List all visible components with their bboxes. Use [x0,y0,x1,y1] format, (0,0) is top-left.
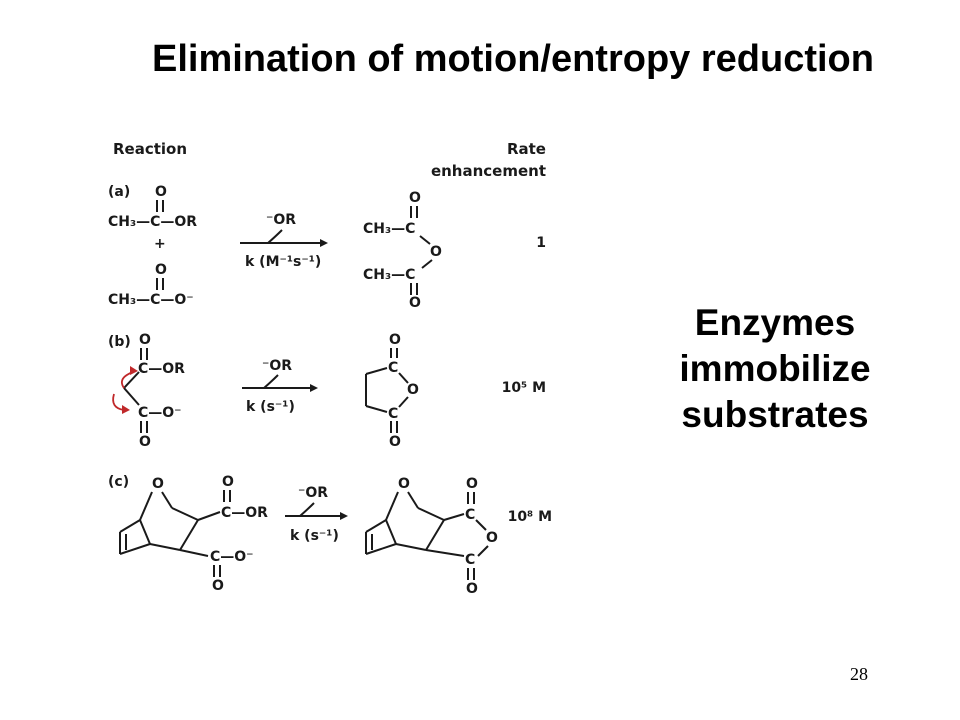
row-c-product-top-oxygen: O [466,476,478,492]
rotation-arrow-icon [112,393,125,411]
bond [365,405,388,413]
row-b-product-ring-oxygen: O [407,382,419,398]
arrow-head [340,512,348,520]
row-a-product-top-oxygen: O [409,190,421,206]
row-b-reagent: ⁻OR [262,358,292,374]
row-c-bridge-oxygen: O [152,476,164,492]
row-a-product-bottom-oxygen: O [409,295,421,311]
bond [477,545,489,557]
row-b-rate: 10⁵ M [502,380,546,396]
rate-column-header-line2: enhancement [431,162,546,180]
row-c-ester-oxygen: O [222,474,234,490]
row-a-reagent: ⁻OR [266,212,296,228]
side-note-line-1: Enzymes [694,302,856,343]
row-a-rate: 1 [536,235,546,251]
bond [139,491,153,521]
row-a-rate-constant: k (M⁻¹s⁻¹) [245,254,321,270]
row-c-reactant-bottom: C—O⁻ [210,549,254,565]
slide-title: Elimination of motion/entropy reduction [152,38,874,80]
bond [385,519,397,545]
row-c-label: (c) [108,474,129,490]
bond [171,507,199,521]
bond [139,519,151,545]
row-c-product-bridge-oxygen: O [398,476,410,492]
side-note-line-3: substrates [681,394,869,435]
row-a-reactant1: CH₃—C—OR [108,214,197,230]
row-a-reagent-curve [267,229,283,244]
row-b-top-oxygen: O [139,332,151,348]
bond [179,549,209,557]
row-b-product-top-carbon: C [388,360,398,376]
row-c-product-bottom-carbon: C [465,552,475,568]
bond [395,543,427,551]
bond [417,507,445,521]
bond [425,519,445,551]
bond [443,513,465,521]
side-note: Enzymes immobilize substrates [620,300,930,438]
row-b-bottom-oxygen: O [139,434,151,450]
bond [161,491,173,509]
bond [398,396,409,408]
side-note-line-2: immobilize [679,348,871,389]
row-a-label: (a) [108,184,130,200]
bond [365,543,397,555]
bond [365,367,388,375]
rate-column-header-line1: Rate [507,140,546,158]
bond [149,543,181,551]
bond [425,549,465,557]
row-a-product-top: CH₃—C [363,221,415,237]
bond [197,511,221,521]
row-a-reactant2: CH₃—C—O⁻ [108,292,194,308]
rotation-arrow-head [130,366,138,375]
row-c-reactant-top: C—OR [221,505,268,521]
bond [475,519,487,531]
bond [421,259,433,269]
bond [419,235,431,245]
row-b-reagent-curve [263,374,279,389]
bond [123,387,140,406]
bond [119,543,151,555]
row-b-product-bottom-carbon: C [388,406,398,422]
row-c-rate: 10⁸ M [508,509,552,525]
row-b-label: (b) [108,334,131,350]
bond [407,491,419,509]
row-c-product-bottom-oxygen: O [466,581,478,597]
arrow-head [310,384,318,392]
bond [365,519,387,533]
bond [123,371,140,389]
row-c-reagent: ⁻OR [298,485,328,501]
row-a-product-bottom: CH₃—C [363,267,415,283]
row-a-reactant1-oxygen: O [155,184,167,200]
row-c-carboxylate-oxygen: O [212,578,224,594]
row-c-product-ring-oxygen: O [486,530,498,546]
row-b-rate-constant: k (s⁻¹) [246,399,295,415]
row-a-reactant2-oxygen: O [155,262,167,278]
rotation-arrow-head [122,405,130,414]
bond [398,372,409,384]
bond [385,491,399,521]
row-c-reagent-curve [299,502,315,517]
row-b-product-top-oxygen: O [389,332,401,348]
page-number: 28 [850,664,868,684]
row-a-plus: + [154,236,166,252]
arrow-head [320,239,328,247]
reaction-column-header: Reaction [113,140,187,158]
bond [119,519,141,533]
bond [179,519,199,551]
row-c-product-top-carbon: C [465,507,475,523]
row-b-product-bottom-oxygen: O [389,434,401,450]
row-a-product-bridge-oxygen: O [430,244,442,260]
row-c-rate-constant: k (s⁻¹) [290,528,339,544]
row-b-reactant-bottom: C—O⁻ [138,405,182,421]
row-b-reactant-top: C—OR [138,361,185,377]
